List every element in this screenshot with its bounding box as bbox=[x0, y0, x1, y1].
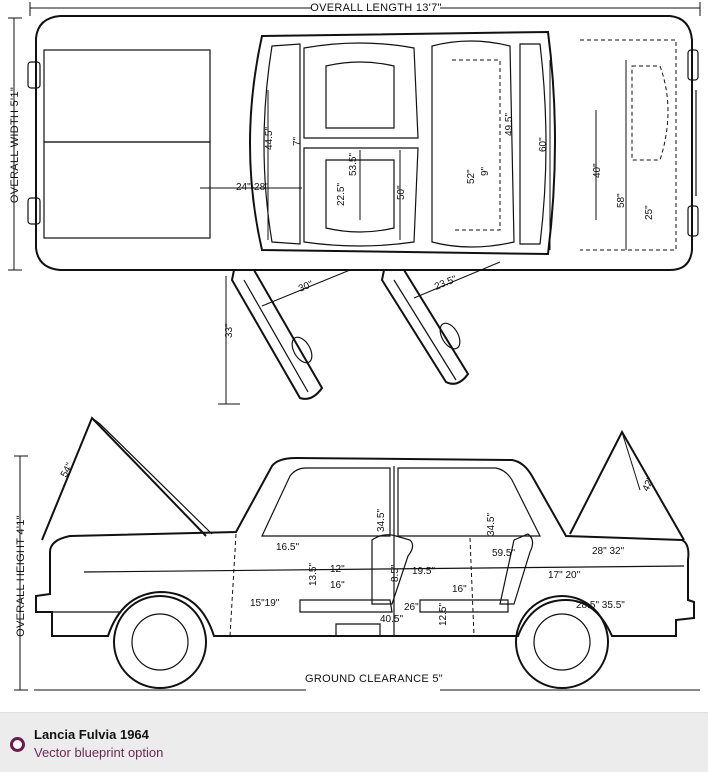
dim-16-5: 16.5" bbox=[276, 542, 299, 553]
overall-height-label: OVERALL HEIGHT 4'1" bbox=[15, 515, 27, 637]
front-seat-cushion-right bbox=[325, 159, 395, 233]
taillamp-top-right bbox=[687, 205, 699, 237]
dim-13-5: 13.5" bbox=[308, 563, 319, 586]
bootlid-dim-line bbox=[621, 431, 641, 491]
front-seat-cushion-left bbox=[325, 61, 395, 129]
front-wheel bbox=[113, 595, 207, 689]
dim-44-5: 44.5" bbox=[264, 127, 275, 150]
cabin-outline-top bbox=[249, 30, 556, 256]
spare-wheel-outline bbox=[631, 65, 669, 161]
boot-outline bbox=[580, 39, 677, 251]
front-side-window bbox=[261, 467, 391, 537]
rear-door-line bbox=[469, 537, 475, 637]
car-blueprint: OVERALL LENGTH 13'7" OVERALL WIDTH 5'1" bbox=[8, 2, 701, 691]
rear-door-handle bbox=[439, 322, 461, 350]
dim-23-5-line bbox=[413, 261, 501, 299]
dim-8-5: 8.5" bbox=[390, 564, 401, 582]
caption-title: Lancia Fulvia 1964 bbox=[34, 727, 149, 742]
floor-tunnel bbox=[335, 623, 381, 636]
dim-40-5: 40.5" bbox=[380, 614, 403, 625]
dim-22-5: 22.5" bbox=[336, 183, 347, 206]
dim-40: 40" bbox=[592, 163, 603, 178]
headlamp-top-left bbox=[27, 61, 41, 89]
dim-30-line bbox=[261, 269, 351, 307]
rear-seat bbox=[431, 40, 515, 248]
front-seat-left bbox=[303, 42, 419, 139]
rear-seatback-side bbox=[499, 533, 534, 605]
ground-clearance-label: GROUND CLEARANCE 5" bbox=[305, 673, 443, 685]
dim-52: 52" bbox=[466, 169, 477, 184]
headlamp-top-right bbox=[27, 197, 41, 225]
front-seat-cushion-side bbox=[299, 599, 393, 613]
dim-60: 60" bbox=[538, 137, 549, 152]
body-swage-line bbox=[83, 565, 685, 573]
dim-34-5-front: 34.5" bbox=[376, 509, 387, 532]
dim-16-rear: 16" bbox=[452, 584, 467, 595]
body-outline-side bbox=[35, 456, 695, 637]
dim-23-5: 23.5" bbox=[433, 274, 459, 293]
dim-30: 30" bbox=[297, 279, 315, 295]
dim-19-5: 19.5" bbox=[412, 566, 435, 577]
caption-subtitle: Vector blueprint option bbox=[34, 745, 164, 760]
dim-28-32: 28" 32" bbox=[592, 546, 625, 557]
dim-49-5: 49.5" bbox=[504, 113, 515, 136]
dim-25: 25" bbox=[644, 205, 655, 220]
top-view: OVERALL LENGTH 13'7" OVERALL WIDTH 5'1" bbox=[8, 2, 701, 405]
dim-12: 12" bbox=[330, 564, 345, 575]
body-outline-top bbox=[35, 15, 693, 271]
rear-seat-cushion-side bbox=[419, 599, 509, 613]
bonnet-panel-upper bbox=[43, 49, 211, 143]
taillamp-top-left bbox=[687, 49, 699, 81]
front-seatback-side bbox=[371, 534, 414, 605]
dim-12-5: 12.5" bbox=[438, 603, 449, 626]
bonnet-open-edge bbox=[91, 417, 213, 535]
dim-7: 7" bbox=[292, 136, 303, 146]
overall-width-label: OVERALL WIDTH 5'1" bbox=[9, 87, 21, 203]
caption-bar: Lancia Fulvia 1964 Vector blueprint opti… bbox=[0, 712, 708, 772]
rear-window-top bbox=[519, 43, 547, 245]
dim-53-5: 53.5" bbox=[348, 153, 359, 176]
dim-59-5: 59.5" bbox=[492, 548, 515, 559]
front-door-line bbox=[229, 533, 237, 637]
dim-50: 50" bbox=[396, 185, 407, 200]
dim-15-19: 15"19" bbox=[250, 598, 280, 609]
rear-seat-line bbox=[452, 59, 501, 231]
bonnet-panel-lower bbox=[43, 141, 211, 239]
dim-33: 33" bbox=[224, 323, 235, 338]
front-door-inner bbox=[243, 279, 309, 393]
dim-58: 58" bbox=[616, 193, 627, 208]
front-door-open bbox=[230, 269, 324, 400]
dim-26: 26" bbox=[404, 602, 419, 613]
dim-9: 9" bbox=[480, 166, 491, 176]
rear-wheel-rim bbox=[533, 613, 591, 671]
overall-length-label: OVERALL LENGTH 13'7" bbox=[310, 2, 441, 14]
rear-door-inner bbox=[393, 279, 457, 381]
front-door-handle bbox=[291, 336, 313, 364]
front-seat-right bbox=[303, 147, 419, 247]
dim-24-28: 24"-28" bbox=[236, 182, 269, 193]
rear-wheel bbox=[515, 595, 609, 689]
dim-34-5-rear: 34.5" bbox=[486, 513, 497, 536]
rear-door-open bbox=[380, 269, 470, 385]
rear-side-window bbox=[397, 467, 541, 537]
dim-28-5-35-5: 28.5" 35.5" bbox=[576, 600, 625, 611]
windscreen-top bbox=[263, 43, 301, 245]
dim-16-front: 16" bbox=[330, 580, 345, 591]
side-view: OVERALL HEIGHT 4'1" bbox=[14, 416, 700, 691]
option-radio[interactable] bbox=[10, 737, 25, 752]
front-wheel-rim bbox=[131, 613, 189, 671]
dim-17-20: 17" 20" bbox=[548, 570, 581, 581]
